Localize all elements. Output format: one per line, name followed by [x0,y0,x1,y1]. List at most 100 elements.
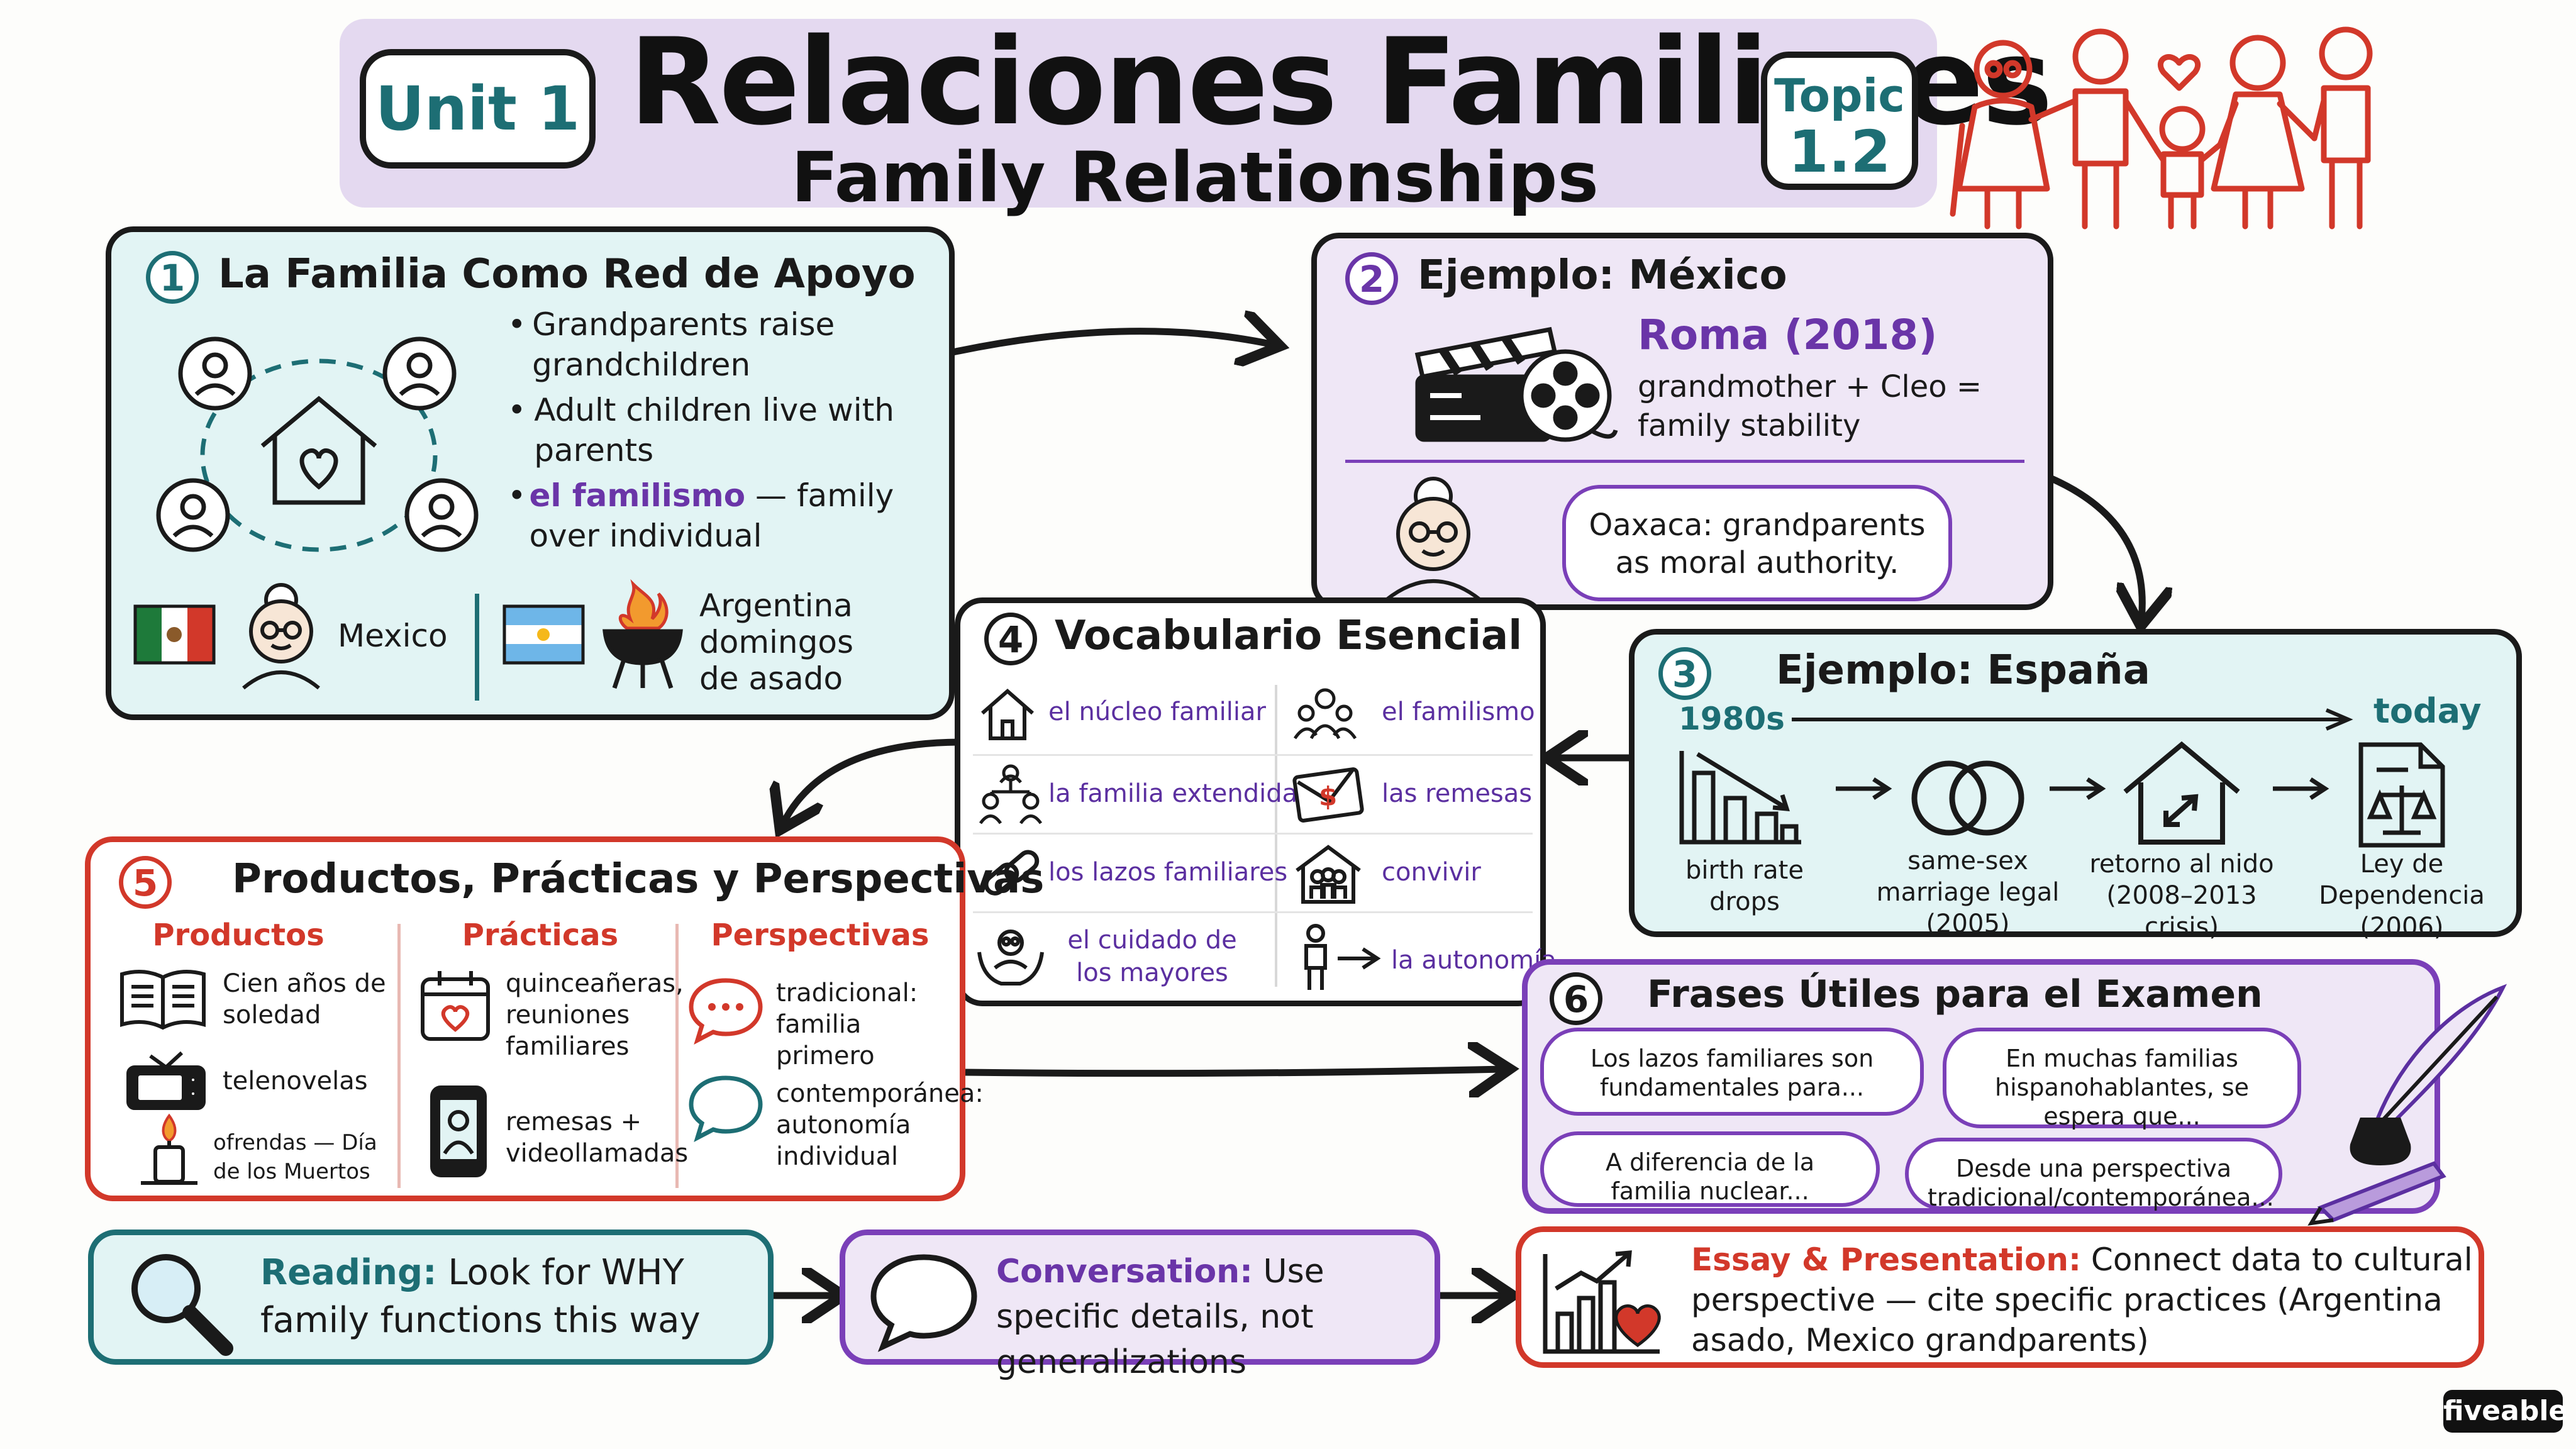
grandmother-icon [242,583,320,690]
topic-number: 1.2 [1788,118,1891,186]
film-reel-icon [1414,326,1618,442]
vocab-divider [1275,685,1277,987]
column-divider [397,924,401,1188]
section-1-title: La Familia Como Red de Apoyo [218,251,916,297]
section-number-4: 4 [984,613,1037,665]
money-envelope-icon: $ [1292,767,1364,823]
vocab-term: los lazos familiares [1048,858,1288,887]
vocab-term: el núcleo familiar [1048,697,1266,726]
section-number-1: 1 [146,251,199,304]
mexico-label: Mexico [338,618,448,654]
bullet-item: •Adult children live with parents [508,392,894,469]
section-support-network: 1 La Familia Como Red de Apoyo •Grandpar… [106,226,955,720]
section-products-practices-perspectives: 5 Productos, Prácticas y Perspectivas Pr… [85,836,1044,1201]
topic-badge: Topic 1.2 [1761,52,1918,190]
house-icon [981,689,1034,740]
brand-logo: fiveable [2443,1390,2567,1433]
arrow-2-to-3 [2048,474,2142,619]
familismo-term: el familismo [529,477,746,514]
calendar-heart-icon [421,971,490,1041]
arrow-icon [1836,777,1892,800]
arrow-4-to-5 [783,738,963,824]
quill-inkwell-icon [2307,984,2507,1226]
section-vocabulary: 4 Vocabulario Esencial el núcleo familia… [955,597,1557,1006]
family-network-icon [156,336,479,552]
tip-conversation: Conversation: Use specific details, not … [840,1230,1440,1381]
producto-item: ofrendas — Día de los Muertos [213,1130,377,1184]
speech-bubble-icon [689,978,763,1045]
mexico-flag-icon [133,604,216,665]
page-title: Relaciones Familiares [629,13,2053,152]
phone-video-icon [430,1085,487,1177]
practica-item: remesas + videollamadas [506,1108,689,1168]
timeline-item-label: Ley de Dependencia (2006) [2319,850,2485,941]
wedding-rings-icon [1911,760,2024,836]
practica-item: quinceañeras, reuniones familiares [506,969,684,1061]
film-description: grandmother + Cleo = family stability [1638,369,1982,443]
arrow-icon [2273,777,2329,800]
tip-essay-presentation: Essay & Presentation: Connect data to cu… [1516,1226,2484,1368]
vocab-term: el cuidado de los mayores [1067,926,1237,987]
vocab-term: el familismo [1382,697,1535,726]
arrow-1-to-2 [952,331,1274,352]
section-6-title: Frases Útiles para el Examen [1647,972,2263,1016]
section-example-spain: 3 Ejemplo: España 1980s today birth rate… [1629,629,2522,941]
section-example-mexico: 2 Ejemplo: México Roma (2018) grandmothe… [1311,233,2053,610]
arrow-icon [2050,777,2106,800]
producto-item: telenovelas [223,1067,368,1096]
grandmother-icon [1385,477,1482,602]
argentina-label: Argentina domingos de asado [699,587,853,697]
vocab-divider [973,754,1533,756]
timeline-end-label: today [2373,691,2482,731]
conversation-tip-text: Conversation: Use specific details, not … [996,1249,1430,1385]
section-number-6: 6 [1550,972,1602,1025]
column-divider [675,924,679,1188]
section-5-title: Productos, Prácticas y Perspectivas [232,856,1045,902]
phrase-bubble: A diferencia de la familia nuclear... [1540,1131,1880,1207]
section-3-title: Ejemplo: España [1776,647,2150,694]
bullet-list: •Grandparents raise grandchildren •Adult… [508,304,948,556]
film-title: Roma (2018) [1638,311,1938,359]
tv-icon [126,1051,206,1110]
conversation-label: Conversation: [996,1253,1253,1291]
timeline-start-label: 1980s [1679,701,1785,737]
speech-bubble-icon [870,1254,977,1352]
svg-text:$: $ [1319,781,1337,812]
reading-label: Reading: [260,1252,437,1293]
law-document-icon [2358,742,2445,848]
family-group-icon [1293,688,1357,740]
grill-icon [602,579,683,689]
vocab-term: las remesas [1382,779,1533,808]
vocab-term: la familia extendida [1048,779,1298,808]
speech-bubble-icon [689,1075,763,1142]
section-2-title: Ejemplo: México [1418,252,1787,299]
timeline-item-label: retorno al nido (2008–2013 crisis) [2089,850,2274,941]
arrow-5-to-6 [965,1069,1503,1074]
chain-link-icon [984,850,1040,896]
caring-hands-icon [977,930,1044,985]
section-number-2: 2 [1345,252,1398,305]
phrase-bubble: Desde una perspectiva tradicional/contem… [1905,1138,2282,1211]
vocab-divider [973,911,1533,913]
phrase-bubble: Los lazos familiares son fundamentales p… [1540,1028,1924,1116]
column-title-practicas: Prácticas [462,918,619,953]
bullet-item: •el familismo — family over individual [508,477,894,554]
section-4-title: Vocabulario Esencial [1055,613,1523,659]
section-useful-phrases: 6 Frases Útiles para el Examen Los lazos… [1522,959,2440,1214]
chart-heart-icon [1543,1250,1661,1354]
essay-tip-text: Essay & Presentation: Connect data to cu… [1691,1240,2477,1360]
house-people-icon [1296,845,1361,904]
extended-family-icon [979,764,1043,824]
magnifier-icon [131,1254,233,1356]
perspectiva-item: contemporánea: autonomía individual [776,1079,984,1171]
phrase-bubble: En muchas familias hispanohablantes, se … [1943,1028,2301,1130]
reading-text: Look for WHY family functions this way [260,1252,701,1341]
familismo-definition: family over individual [529,477,894,554]
bullet-item: •Grandparents raise grandchildren [508,306,835,383]
birth-rate-chart-icon [1679,751,1801,845]
vocab-divider [973,833,1533,835]
independent-person-icon [1304,924,1381,990]
argentina-flag-icon [502,604,585,665]
column-title-productos: Productos [152,918,325,953]
